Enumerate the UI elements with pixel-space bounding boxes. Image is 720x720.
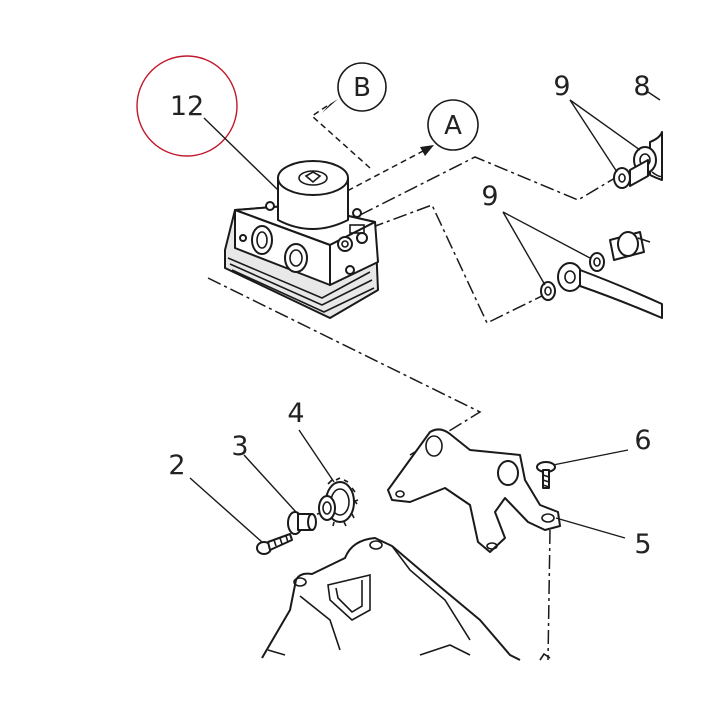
rubber-grommet (318, 477, 358, 527)
leader-9-upper-b (569, 99, 641, 151)
reference-b-label: B (353, 73, 371, 103)
lower-brake-pipe (540, 231, 663, 319)
reference-a: A (427, 99, 479, 151)
callout-12-highlight-circle (136, 55, 238, 157)
reference-b-circle (337, 62, 387, 112)
callout-6: 6 (634, 425, 651, 456)
callout-5: 5 (634, 529, 651, 560)
assembly-line-screw-5 (547, 529, 551, 661)
callout-2: 2 (168, 450, 185, 481)
reference-a-label: A (444, 111, 462, 141)
leader-12 (203, 117, 279, 191)
leader-4 (298, 429, 335, 483)
arrow-to-a (329, 145, 434, 201)
leader-5 (555, 517, 626, 539)
upper-brake-pipe (613, 131, 663, 189)
mounting-frame (261, 537, 551, 661)
callout-4: 4 (287, 398, 304, 429)
assembly-line-upper-pipe (359, 156, 616, 216)
leader-9-lower-a (502, 211, 546, 286)
leader-9-upper-a (569, 99, 618, 173)
leader-6 (552, 449, 629, 466)
callout-12: 12 (170, 91, 204, 122)
reference-b: B (337, 62, 387, 112)
leader-2 (189, 477, 263, 543)
arrow-to-b (310, 99, 371, 169)
reference-a-circle (427, 99, 479, 151)
callout-8: 8 (633, 71, 650, 102)
screw-6 (536, 461, 556, 489)
leader-9-lower-b (502, 211, 591, 259)
mounting-bracket (387, 428, 561, 553)
callout-3: 3 (231, 431, 248, 462)
assembly-line-lower-pipe (369, 204, 549, 325)
bushing (287, 511, 317, 535)
screw-2 (256, 533, 293, 555)
leader-8 (647, 91, 661, 101)
leader-3 (243, 454, 297, 513)
hydraulic-unit (224, 160, 379, 319)
callout-9-lower: 9 (481, 181, 498, 212)
callout-9-upper: 9 (553, 71, 570, 102)
